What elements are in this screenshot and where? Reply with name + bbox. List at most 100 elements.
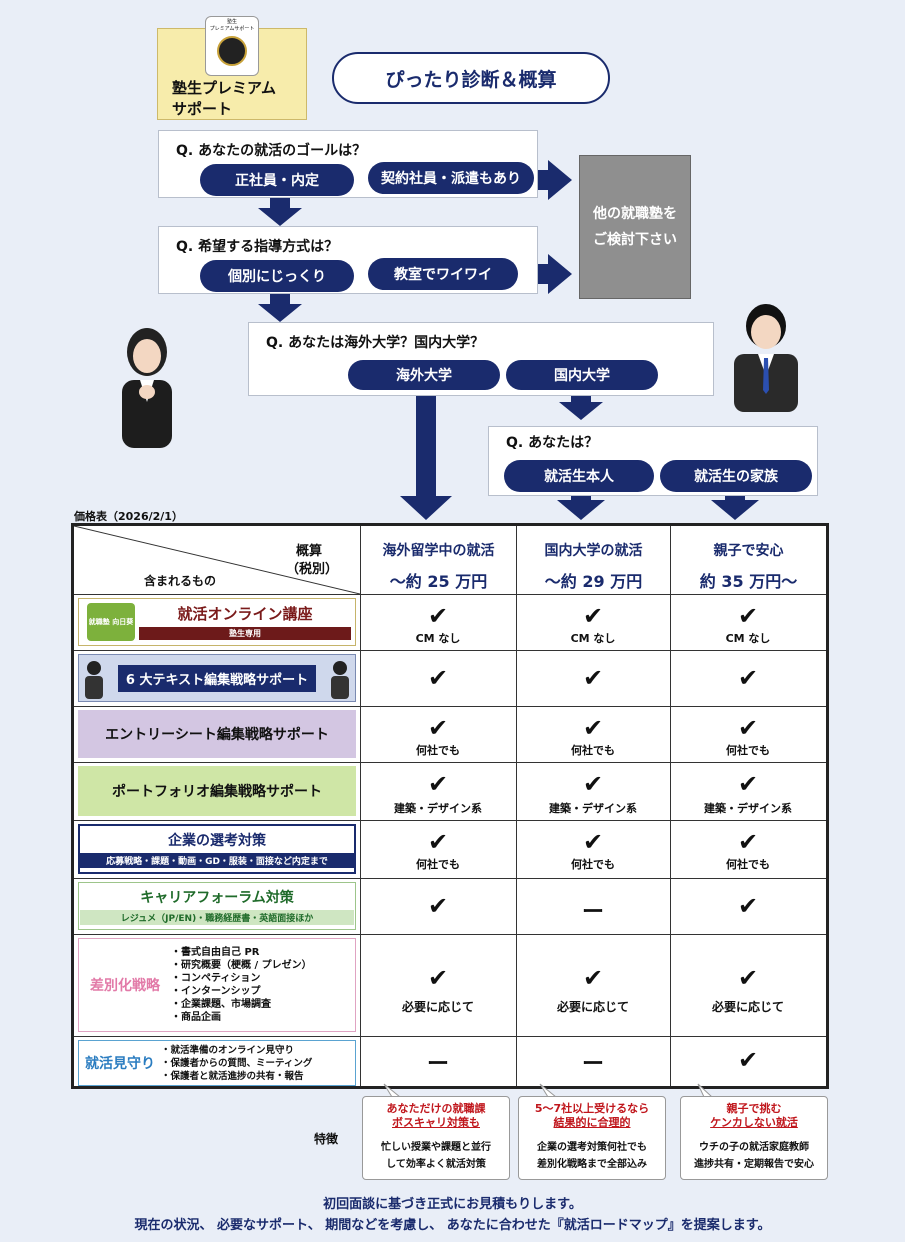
q2-option-classroom[interactable]: 教室でワイワイ (368, 258, 518, 290)
feature-text-line: 忙しい授業や課題と並行 (381, 1142, 491, 1153)
check-icon: ✔ (582, 714, 604, 742)
question-2: Q. 希望する指導方式は？ (176, 239, 339, 255)
row-label-selection: 企業の選考対策 応募戦略・課題・動画・GD・服装・面接など内定まで (78, 824, 356, 874)
row-label-six-texts: 6 大テキスト編集戦略サポート (78, 654, 356, 702)
check-icon: ✔ (737, 770, 759, 798)
col-overseas-name: 海外留学中の就活 (382, 543, 495, 559)
online-course-label: 就活オンライン講座 (177, 605, 313, 623)
feature-text-line: ウチの子の就活家庭教師 (699, 1142, 809, 1153)
check-icon: ✔ (737, 664, 759, 692)
check-icon: ✔ (427, 828, 449, 856)
price-table-title: 価格表（2026/2/1） (74, 510, 183, 523)
career-forum-label: キャリアフォーラム対策 (140, 890, 294, 906)
check-icon: ✔ (737, 1046, 759, 1074)
feature-card-overseas: あなただけの就職課 ボスキャリ対策も 忙しい授業や課題と並行 して効率よく就活対… (362, 1096, 510, 1180)
logo-text: 塾生プレミアム サポート (172, 78, 276, 120)
cell-note: 何社でも (571, 858, 615, 871)
question-1: Q. あなたの就活のゴールは？ (176, 143, 367, 159)
q3-option-domestic[interactable]: 国内大学 (506, 360, 658, 390)
logo-text-line2: サポート (172, 100, 233, 118)
q1-option-fulltime[interactable]: 正社員・内定 (200, 164, 354, 196)
cell-note: 建築・デザイン系 (704, 802, 792, 815)
cell-note: 何社でも (416, 744, 460, 757)
arrow-q3-down (559, 390, 603, 420)
check-icon: ✔ (737, 828, 759, 856)
watching-label: 就活見守り (85, 1056, 155, 1072)
row-label-portfolio: ポートフォリオ編集戦略サポート (78, 766, 356, 816)
cell-note: 必要に応じて (556, 1000, 629, 1014)
diff-item: ・書式自由自己 PR (171, 947, 260, 958)
footer-line-2: 現在の状況、 必要なサポート、 期間などを考慮し、 あなたに合わせた『就活ロード… (134, 1218, 771, 1233)
watch-item: ・就活準備のオンライン見守り (161, 1044, 295, 1056)
cell-note: 建築・デザイン系 (549, 802, 637, 815)
arrow-q1-down (258, 195, 302, 226)
arrow-overseas-down (400, 388, 452, 520)
q4-option-self[interactable]: 就活生本人 (504, 460, 654, 492)
logo-card: 塾生 プレミアムサポート (205, 16, 259, 76)
col-header-domestic: 国内大学の就活 〜約 29 万円 (517, 540, 670, 592)
diff-item: ・研究概要（梗概 / プレゼン） (171, 960, 312, 971)
daruma-icon (217, 36, 247, 66)
dash-icon: ー (581, 900, 604, 925)
feature-red-line: 5〜7社以上受けるなら (534, 1102, 650, 1115)
check-icon: ✔ (427, 602, 449, 630)
arrow-q4-self-down (557, 490, 605, 520)
check-icon: ✔ (427, 892, 449, 920)
feature-red-1: あなただけの就職課 ボスキャリ対策も (363, 1102, 509, 1130)
check-icon: ✔ (582, 602, 604, 630)
feature-red-line: ボスキャリ対策も (392, 1116, 480, 1129)
feature-text-1: 忙しい授業や課題と並行 して効率よく就活対策 (363, 1139, 509, 1173)
feature-text-line: 差別化戦略まで全部込み (537, 1159, 647, 1170)
diff-item: ・インターンシップ (171, 986, 261, 997)
arrow-q2-down (258, 290, 302, 322)
check-icon: ✔ (582, 770, 604, 798)
check-icon: ✔ (737, 964, 759, 992)
watch-item: ・保護者と就活進捗の共有・報告 (161, 1070, 304, 1082)
col-domestic-name: 国内大学の就活 (544, 543, 643, 559)
row-label-watching: 就活見守り ・就活準備のオンライン見守り ・保護者からの質問、ミーティング ・保… (78, 1040, 356, 1086)
feature-text-2: 企業の選考対策何社でも 差別化戦略まで全部込み (519, 1139, 665, 1173)
check-icon: ✔ (427, 714, 449, 742)
feature-red-line: あなただけの就職課 (386, 1102, 486, 1115)
cell-note: CM なし (725, 632, 771, 645)
cell-note: 何社でも (571, 744, 615, 757)
selection-sub: 応募戦略・課題・動画・GD・服装・面接など内定まで (80, 853, 354, 868)
cell-note: 何社でも (726, 858, 770, 871)
q4-option-family[interactable]: 就活生の家族 (660, 460, 812, 492)
person-right-icon (331, 661, 349, 699)
cell-note: CM なし (570, 632, 616, 645)
other-line1: 他の就職塾を (593, 206, 677, 222)
footer-line-1: 初回面談に基づき正式にお見積もりします。 (323, 1197, 582, 1212)
selection-label: 企業の選考対策 (168, 833, 266, 849)
dash-icon: ー (426, 1052, 449, 1077)
man-illustration (734, 304, 798, 412)
check-icon: ✔ (582, 664, 604, 692)
check-icon: ✔ (737, 714, 759, 742)
feature-red-line: 結果的に合理的 (553, 1116, 631, 1129)
other-school-box: 他の就職塾を ご検討下さい (579, 155, 691, 299)
q3-option-overseas[interactable]: 海外大学 (348, 360, 500, 390)
person-left-icon (85, 661, 103, 699)
cell-note: 何社でも (416, 858, 460, 871)
feature-card-family: 親子で挑む ケンカしない就活 ウチの子の就活家庭教師 進捗共有・定期報告で安心 (680, 1096, 828, 1180)
feature-card-domestic: 5〜7社以上受けるなら 結果的に合理的 企業の選考対策何社でも 差別化戦略まで全… (518, 1096, 666, 1180)
col-header-family: 親子で安心 約 35 万円〜 (671, 540, 826, 592)
col-overseas-price: 〜約 25 万円 (389, 572, 488, 591)
row-label-online-course: 就職塾 向日葵 就活オンライン講座 塾生専用 (78, 598, 356, 646)
differentiation-items: ・書式自由自己 PR ・研究概要（梗概 / プレゼン） ・コンペティション ・イ… (171, 946, 312, 1024)
check-icon: ✔ (582, 828, 604, 856)
career-forum-sub: レジュメ（JP/EN)・職務経歴書・英語面接ほか (80, 910, 354, 925)
woman-illustration (122, 328, 172, 448)
diff-item: ・商品企画 (171, 1012, 221, 1023)
cell-note: 必要に応じて (711, 1000, 784, 1014)
question-4: Q. あなたは？ (506, 435, 599, 451)
col-family-price: 約 35 万円〜 (699, 572, 798, 591)
q1-option-contract[interactable]: 契約社員・派遣もあり (368, 162, 534, 194)
dash-icon: ー (581, 1052, 604, 1077)
feature-red-line: 親子で挑む (726, 1102, 782, 1115)
check-icon: ✔ (427, 770, 449, 798)
q2-option-individual[interactable]: 個別にじっくり (200, 260, 354, 292)
feature-red-2: 5〜7社以上受けるなら 結果的に合理的 (519, 1102, 665, 1130)
diff-item: ・コンペティション (171, 973, 261, 984)
feature-red-line: ケンカしない就活 (710, 1116, 798, 1129)
